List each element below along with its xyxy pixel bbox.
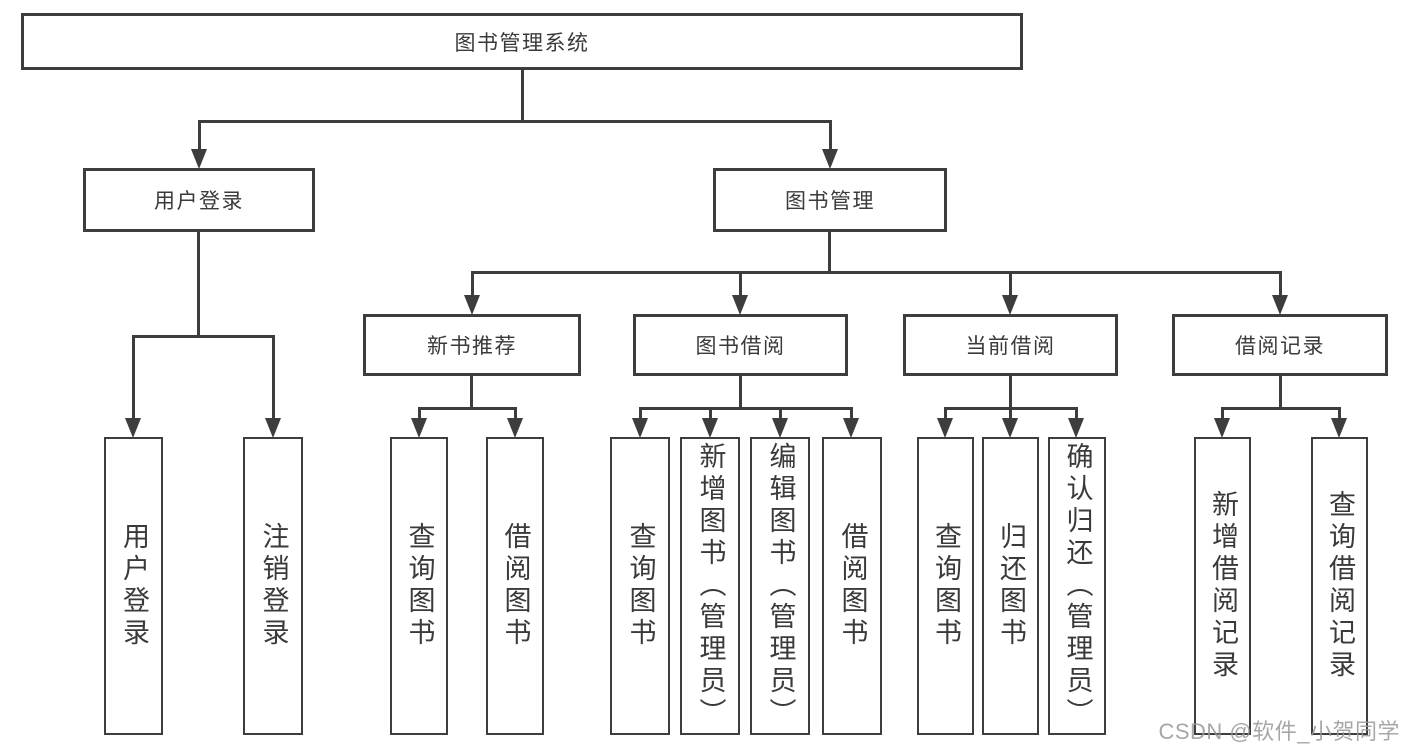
- node-book-borrow: 图书借阅: [633, 314, 848, 376]
- edge-newbookrec-rail-line: [418, 407, 517, 410]
- leaf-borrow-edit-book-admin: 编辑图书（管理员）: [750, 437, 810, 735]
- edge-root-stem-line: [521, 70, 524, 123]
- leaf-recommend-borrow-book: 借阅图书: [486, 437, 544, 735]
- leaf-user-login: 用户登录: [104, 437, 163, 735]
- edge-bookborrow-rail-line: [639, 407, 853, 410]
- edge-borrowrecord-leaf1-arrowhead-icon: [1214, 418, 1230, 438]
- edge-root-rail-line: [198, 120, 832, 123]
- edge-bookmgmt-currentborrow-drop-line: [1009, 271, 1012, 299]
- edge-borrowrecord-rail-line: [1221, 407, 1341, 410]
- csdn-watermark: CSDN @软件_小贺同学: [1158, 719, 1400, 744]
- node-current-borrow: 当前借阅: [903, 314, 1118, 376]
- edge-newbookrec-leaf2-drop-line: [514, 407, 517, 422]
- edge-borrowrecord-leaf2-arrowhead-icon: [1331, 418, 1347, 438]
- edge-userlogin-leaf2-drop-line: [272, 335, 275, 422]
- edge-currentborrow-stem-line: [1009, 376, 1012, 410]
- edge-newbookrec-leaf1-arrowhead-icon: [411, 418, 427, 438]
- edge-userlogin-stem-line: [197, 232, 200, 338]
- edge-currentborrow-leaf1-drop-line: [944, 407, 947, 422]
- edge-bookborrow-leaf3-drop-line: [779, 407, 782, 422]
- leaf-current-return-book: 归还图书: [982, 437, 1039, 735]
- edge-bookmgmt-borrowrecord-arrowhead-icon: [1272, 295, 1288, 315]
- edge-currentborrow-leaf1-arrowhead-icon: [937, 418, 953, 438]
- edge-userlogin-leaf1-drop-line: [132, 335, 135, 422]
- edge-userlogin-leaf1-arrowhead-icon: [125, 418, 141, 438]
- edge-bookborrow-leaf4-drop-line: [850, 407, 853, 422]
- edge-currentborrow-leaf2-drop-line: [1009, 407, 1012, 422]
- edge-bookmgmt-bookborrow-drop-line: [739, 271, 742, 299]
- edge-bookmgmt-newbookrec-arrowhead-icon: [464, 295, 480, 315]
- leaf-logout: 注销登录: [243, 437, 303, 735]
- node-book-management: 图书管理: [713, 168, 947, 232]
- edge-root-userlogin-drop-line: [198, 120, 201, 153]
- edge-userlogin-leaf2-arrowhead-icon: [265, 418, 281, 438]
- edge-bookmgmt-bookborrow-arrowhead-icon: [732, 295, 748, 315]
- edge-newbookrec-leaf1-drop-line: [418, 407, 421, 422]
- edge-bookborrow-leaf1-drop-line: [639, 407, 642, 422]
- edge-currentborrow-leaf3-drop-line: [1075, 407, 1078, 422]
- leaf-borrow-add-book-admin: 新增图书（管理员）: [680, 437, 740, 735]
- edge-bookmgmt-newbookrec-drop-line: [471, 271, 474, 299]
- node-borrow-record: 借阅记录: [1172, 314, 1388, 376]
- leaf-recommend-query-book: 查询图书: [390, 437, 448, 735]
- node-new-book-recommend: 新书推荐: [363, 314, 581, 376]
- edge-currentborrow-leaf3-arrowhead-icon: [1068, 418, 1084, 438]
- leaf-record-add-borrow-record: 新增借阅记录: [1194, 437, 1251, 735]
- edge-bookborrow-leaf2-drop-line: [709, 407, 712, 422]
- leaf-borrow-borrow-book: 借阅图书: [822, 437, 882, 735]
- edge-borrowrecord-leaf1-drop-line: [1221, 407, 1224, 422]
- node-root: 图书管理系统: [21, 13, 1023, 70]
- edge-bookborrow-leaf1-arrowhead-icon: [632, 418, 648, 438]
- leaf-current-query-book: 查询图书: [917, 437, 974, 735]
- edge-bookmgmt-currentborrow-arrowhead-icon: [1002, 295, 1018, 315]
- edge-newbookrec-stem-line: [470, 376, 473, 410]
- edge-bookmgmt-borrowrecord-drop-line: [1279, 271, 1282, 299]
- edge-bookborrow-leaf2-arrowhead-icon: [702, 418, 718, 438]
- edge-root-bookmgmt-drop-line: [829, 120, 832, 153]
- leaf-record-query-borrow-record: 查询借阅记录: [1311, 437, 1368, 735]
- edge-newbookrec-leaf2-arrowhead-icon: [507, 418, 523, 438]
- edge-bookborrow-stem-line: [739, 376, 742, 410]
- leaf-current-confirm-return-admin: 确认归还（管理员）: [1048, 437, 1106, 735]
- edge-root-userlogin-arrowhead-icon: [191, 149, 207, 169]
- edge-borrowrecord-stem-line: [1279, 376, 1282, 410]
- edge-userlogin-rail-line: [132, 335, 275, 338]
- edge-bookmgmt-stem-line: [828, 232, 831, 274]
- edge-bookmgmt-rail-line: [471, 271, 1282, 274]
- edge-currentborrow-leaf2-arrowhead-icon: [1002, 418, 1018, 438]
- edge-root-bookmgmt-arrowhead-icon: [822, 149, 838, 169]
- node-user-login: 用户登录: [83, 168, 315, 232]
- edge-bookborrow-leaf4-arrowhead-icon: [843, 418, 859, 438]
- leaf-borrow-query-book: 查询图书: [610, 437, 670, 735]
- edge-borrowrecord-leaf2-drop-line: [1338, 407, 1341, 422]
- edge-bookborrow-leaf3-arrowhead-icon: [772, 418, 788, 438]
